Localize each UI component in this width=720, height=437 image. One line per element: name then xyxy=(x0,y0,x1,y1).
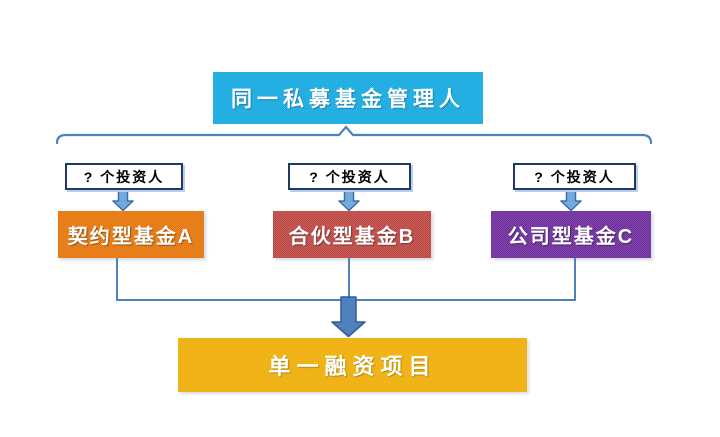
down-arrow-big xyxy=(331,296,366,338)
fund-box-contract: 契约型基金A xyxy=(58,211,204,258)
financing-project-box: 单一融资项目 xyxy=(178,338,527,392)
investor-label-3: ? 个投资人 xyxy=(513,163,636,190)
down-arrow-small-1 xyxy=(112,190,134,212)
investor-label-2: ? 个投资人 xyxy=(288,163,411,190)
fund-manager-box: 同一私募基金管理人 xyxy=(213,72,483,124)
merge-connector-lines xyxy=(116,258,576,301)
fund-box-partnership: 合伙型基金B xyxy=(273,211,431,258)
down-arrow-small-2 xyxy=(338,190,360,212)
investor-label-1: ? 个投资人 xyxy=(65,163,183,190)
down-arrow-small-3 xyxy=(560,190,582,212)
fund-box-company: 公司型基金C xyxy=(491,211,651,258)
brace-shape xyxy=(55,125,653,145)
